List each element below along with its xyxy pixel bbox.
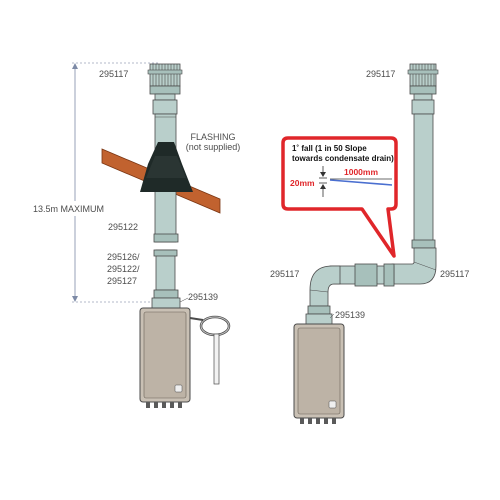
left-flue-part-label: 295122 (108, 222, 138, 232)
extension-part-label-2: 295122/ (107, 264, 140, 274)
right-assembly: 295117 295117 295117 295139 (270, 63, 469, 424)
left-adaptor-part-label: 295139 (188, 292, 218, 302)
slope-callout: 1˚ fall (1 in 50 Slope towards condensat… (281, 136, 398, 258)
right-elbow (391, 247, 437, 285)
fall-label: 20mm (290, 178, 315, 188)
right-elbow-left-part-label: 295117 (270, 269, 299, 279)
extension-part-label-3: 295127 (107, 276, 137, 286)
condensate-hose (189, 315, 231, 385)
callout-line-2: towards condensate drain) (292, 154, 394, 163)
right-elbow-right-part-label: 295117 (440, 269, 469, 279)
callout-line-1: 1˚ fall (1 in 50 Slope (292, 144, 367, 153)
left-elbow (309, 265, 341, 307)
flashing (140, 142, 193, 192)
left-assembly: 295117 FLASHING (not supplied) 13.5m MAX… (33, 62, 241, 408)
flashing-title: FLASHING (190, 132, 235, 142)
fall-indicator (319, 166, 327, 197)
right-adaptor-part-label: 295139 (335, 310, 365, 320)
left-water-heater (139, 307, 191, 408)
right-terminal-part-label: 295117 (366, 69, 395, 79)
slope-line (329, 179, 393, 186)
max-height-label: 13.5m MAXIMUM (33, 204, 104, 214)
right-terminal-cap (407, 63, 439, 115)
max-height-dimension (72, 62, 160, 303)
left-terminal-cap (147, 63, 183, 115)
length-label: 1000mm (344, 167, 378, 177)
left-adaptor (151, 289, 181, 309)
right-water-heater (293, 323, 345, 424)
right-riser-pipe (413, 113, 434, 249)
right-adaptor (305, 305, 333, 325)
left-terminal-part-label: 295117 (99, 69, 128, 79)
flashing-note: (not supplied) (186, 142, 241, 152)
extension-part-label-1: 295126/ (107, 252, 140, 262)
